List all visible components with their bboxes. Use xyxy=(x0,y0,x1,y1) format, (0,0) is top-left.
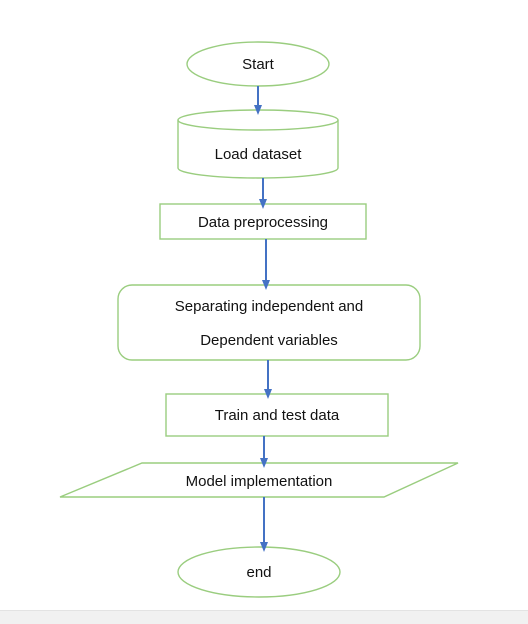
start-label: Start xyxy=(242,56,275,73)
end-label: end xyxy=(246,564,271,581)
start-node: Start xyxy=(186,41,330,87)
separate-variables-line1: Separating independent and xyxy=(175,298,364,315)
data-preprocessing-node: Data preprocessing xyxy=(159,203,367,240)
model-implementation-label: Model implementation xyxy=(186,473,333,490)
model-implementation-node: Model implementation xyxy=(59,462,459,498)
separate-variables-node: Separating independent and Dependent var… xyxy=(117,284,421,361)
train-test-node: Train and test data xyxy=(165,393,389,437)
load-dataset-node: Load dataset xyxy=(177,109,339,179)
load-dataset-label: Load dataset xyxy=(215,146,303,163)
separate-variables-line2: Dependent variables xyxy=(200,332,338,349)
end-node: end xyxy=(177,546,341,598)
train-test-label: Train and test data xyxy=(215,407,340,424)
data-preprocessing-label: Data preprocessing xyxy=(198,214,328,231)
bottom-strip xyxy=(0,610,528,624)
